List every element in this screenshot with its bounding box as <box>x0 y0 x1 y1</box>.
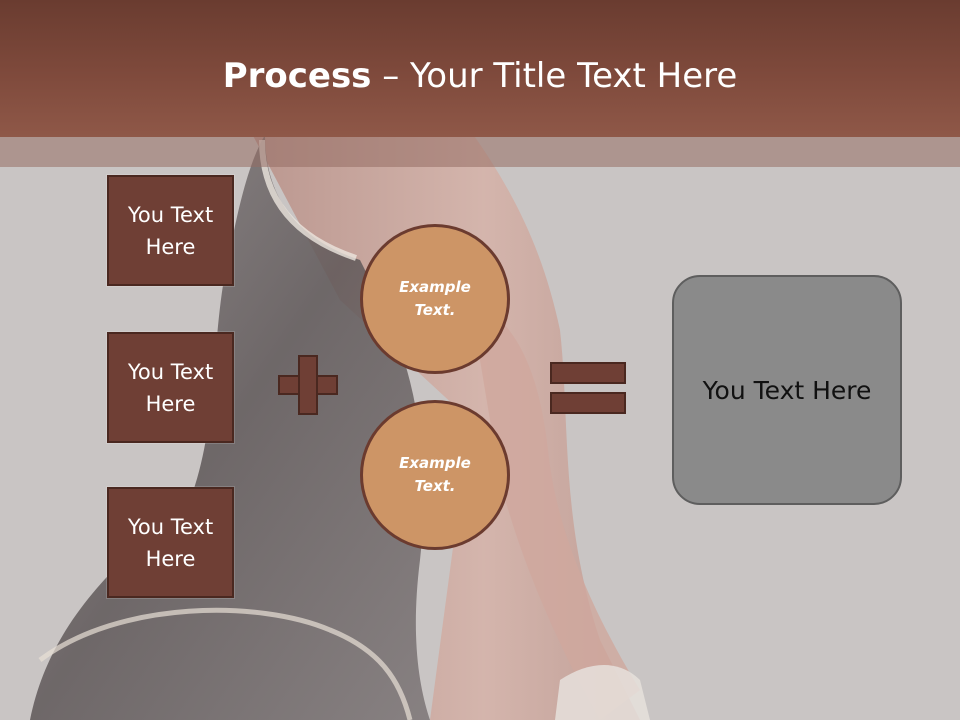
input-box-1: You Text Here <box>107 175 234 286</box>
operand-circle-1: Example Text. <box>360 224 510 374</box>
result-box: You Text Here <box>672 275 902 505</box>
operand-circle-2: Example Text. <box>360 400 510 550</box>
slide-title: Process – Your Title Text Here <box>0 54 960 98</box>
input-box-label: You Text Here <box>127 514 214 571</box>
title-rest: – Your Title Text Here <box>371 56 738 96</box>
input-box-3: You Text Here <box>107 487 234 598</box>
input-box-label: You Text Here <box>127 359 214 416</box>
operand-label: Example Text. <box>399 454 471 495</box>
operand-label: Example Text. <box>399 278 471 319</box>
title-strip <box>0 137 960 167</box>
input-box-2: You Text Here <box>107 332 234 443</box>
title-bar <box>0 0 960 137</box>
result-label: You Text Here <box>702 375 872 405</box>
title-bold: Process <box>222 56 372 96</box>
input-box-label: You Text Here <box>127 202 214 259</box>
